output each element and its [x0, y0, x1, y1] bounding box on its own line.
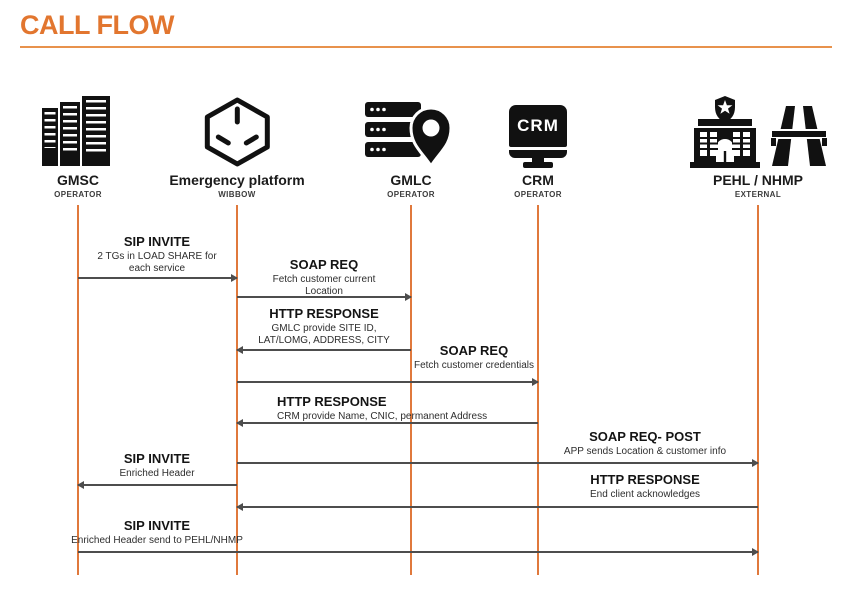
message-label-2: SOAP REQ Fetch customer current Location [273, 258, 376, 297]
message-label-7: SIP INVITE Enriched Header [119, 452, 194, 480]
arrow-emergency-to-gmlc [237, 293, 412, 301]
actor-name: GMLC [390, 172, 432, 188]
crm-monitor-icon: CRM [509, 105, 567, 168]
actor-name: GMSC [57, 172, 99, 188]
message-detail: APP sends Location & customer info [563, 446, 727, 457]
lifeline-gmlc [410, 205, 412, 575]
message-label-9: SIP INVITE Enriched Header send to PEHL/… [71, 519, 243, 547]
arrow-gmsc-to-pehl [78, 548, 759, 556]
actor-role: WIBBOW [218, 190, 256, 199]
message-title: HTTP RESPONSE [277, 394, 387, 409]
message-title: SIP INVITE [123, 451, 191, 466]
message-label-4: SOAP REQ Fetch customer credentials [414, 344, 534, 372]
title-underline [20, 46, 832, 48]
emergency-platform-icon-box [169, 96, 304, 168]
message-detail: Enriched Header [119, 468, 195, 479]
message-title: SOAP REQ- POST [589, 429, 701, 444]
server-rack-icon [42, 96, 110, 166]
arrow-crm-to-emergency [236, 419, 538, 427]
actor-crm: CRM CRM OPERATOR [509, 96, 567, 199]
actor-gmlc: GMLC OPERATOR [365, 96, 457, 199]
page-title: CALL FLOW [20, 10, 174, 40]
message-title: SIP INVITE [123, 234, 191, 249]
message-detail: CRM provide Name, CNIC, permanent Addres… [277, 411, 488, 422]
message-detail: Fetch customer credentials [413, 360, 535, 371]
message-label-5: HTTP RESPONSE CRM provide Name, CNIC, pe… [277, 395, 487, 423]
message-title: SOAP REQ [289, 257, 359, 272]
arrow-emergency-to-crm [237, 378, 539, 386]
crm-icon-box: CRM [509, 96, 567, 168]
actor-name: PEHL / NHMP [713, 172, 803, 188]
actor-role: OPERATOR [387, 190, 435, 199]
actor-name: CRM [522, 172, 554, 188]
message-title: SIP INVITE [123, 518, 191, 533]
police-building-icon [690, 96, 760, 168]
actor-role: OPERATOR [514, 190, 562, 199]
actor-name: Emergency platform [169, 172, 305, 188]
message-label-1: SIP INVITE 2 TGs in LOAD SHARE for each … [97, 235, 216, 274]
arrow-pehl-to-emergency [236, 503, 758, 511]
gmsc-icon-box [41, 96, 115, 168]
message-detail: 2 TGs in LOAD SHARE for each service [97, 251, 217, 274]
message-title: HTTP RESPONSE [269, 306, 379, 321]
actor-role: EXTERNAL [734, 190, 782, 199]
arrow-emergency-to-pehl [237, 459, 759, 467]
crm-screen: CRM [509, 105, 567, 147]
server-location-icon [365, 102, 453, 168]
message-detail: End client acknowledges [589, 489, 701, 500]
arrow-emergency-to-gmsc [77, 481, 237, 489]
actor-gmsc: GMSC OPERATOR [41, 96, 115, 199]
message-detail: Enriched Header send to PEHL/NHMP [71, 535, 243, 546]
actor-role: OPERATOR [54, 190, 102, 199]
lifeline-pehl-nhmp [757, 205, 759, 575]
message-label-6: SOAP REQ- POST APP sends Location & cust… [564, 430, 726, 458]
message-detail: GMLC provide SITE ID, LAT/LOMG, ADDRESS,… [258, 323, 390, 346]
message-label-8: HTTP RESPONSE End client acknowledges [590, 473, 700, 501]
crm-monitor-chin [509, 150, 567, 158]
message-title: SOAP REQ [439, 343, 509, 358]
actor-pehl-nhmp: PEHL / NHMP EXTERNAL [689, 96, 827, 199]
crm-monitor-neck [532, 158, 544, 162]
message-detail: Fetch customer current Location [272, 274, 376, 297]
cube-icon [204, 97, 270, 167]
crm-monitor-base [523, 162, 553, 168]
gmlc-icon-box [365, 96, 457, 168]
actor-emergency-platform: Emergency platform WIBBOW [169, 96, 305, 199]
motorway-icon [771, 106, 827, 166]
lifeline-gmsc [77, 205, 79, 575]
message-label-3: HTTP RESPONSE GMLC provide SITE ID, LAT/… [258, 307, 390, 346]
message-title: HTTP RESPONSE [590, 472, 700, 487]
lifeline-emergency-platform [236, 205, 238, 575]
arrow-gmsc-to-emergency [78, 274, 238, 282]
pehl-nhmp-icon-box [689, 96, 827, 168]
arrow-gmlc-to-emergency [236, 346, 411, 354]
lifeline-crm [537, 205, 539, 575]
